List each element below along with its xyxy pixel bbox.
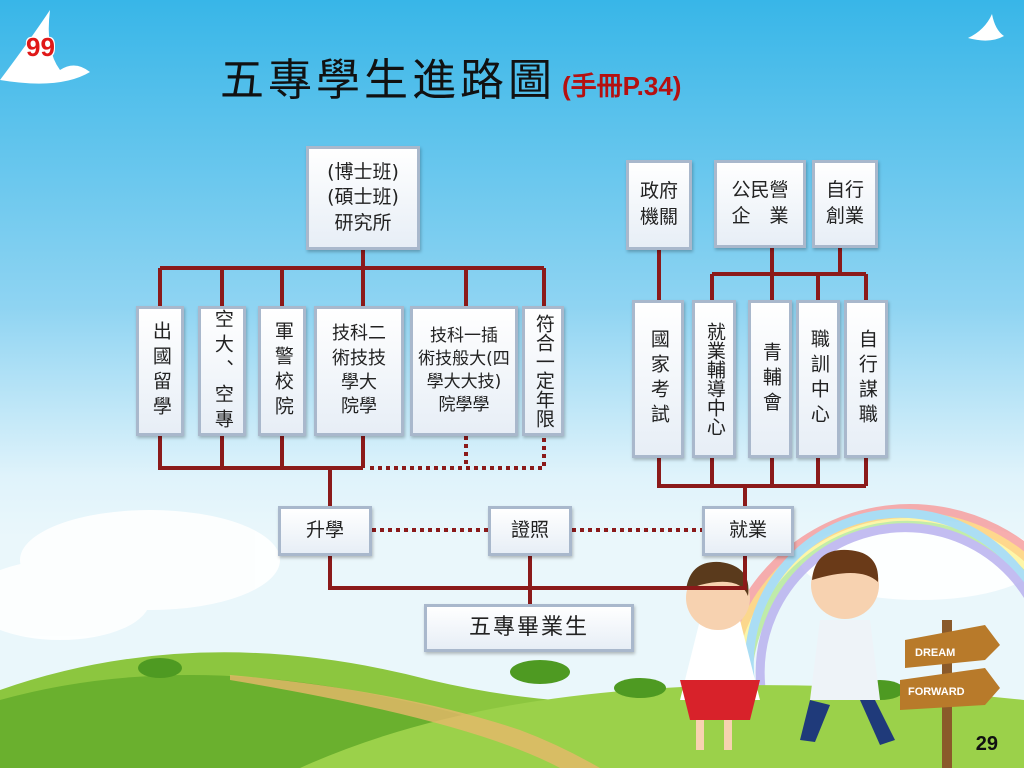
- box-training-center: 職訓中心: [796, 300, 840, 458]
- signpost: DREAM FORWARD: [900, 620, 1000, 768]
- box-graduate-school: (博士班) (碩士班) 研究所: [306, 146, 420, 250]
- box-career-center: 就業輔導中心: [692, 300, 736, 458]
- page-title: 五專學生進路圖(手冊P.34): [220, 44, 681, 108]
- box-further-study: 升學: [278, 506, 372, 556]
- box-tech-4yr: 技科一插 術技般大(四 學大大技) 院學學: [410, 306, 518, 436]
- title-text: 五專學生進路圖: [220, 55, 556, 106]
- box-enterprise: 公民營 企 業: [714, 160, 806, 248]
- box-open-university: 空大、空專: [198, 306, 246, 436]
- connector-lines: [158, 248, 868, 608]
- box-national-exam: 國家考試: [632, 300, 684, 458]
- slide-badge: 99: [26, 32, 55, 62]
- box-study-abroad: 出國留學: [136, 306, 184, 436]
- signpost-dream-label: DREAM: [915, 647, 955, 659]
- box-license: 證照: [488, 506, 572, 556]
- box-government: 政府 機關: [626, 160, 692, 250]
- children-illustration: [680, 549, 895, 750]
- box-youth-council: 青輔會: [748, 300, 792, 458]
- dotted-connectors: [370, 436, 704, 532]
- page-number: 29: [975, 733, 998, 755]
- box-military-police: 軍警校院: [258, 306, 306, 436]
- title-reference: (手冊P.34): [562, 71, 682, 101]
- box-self-start: 自行 創業: [812, 160, 878, 248]
- box-self-job: 自行謀職: [844, 300, 888, 458]
- box-graduates: 五專畢業生: [424, 604, 634, 652]
- box-tech-2yr: 技科二 術技技 學大 院學: [314, 306, 404, 436]
- box-qualify-years: 符合一定年限: [522, 306, 564, 436]
- signpost-forward-label: FORWARD: [908, 686, 965, 698]
- box-employment: 就業: [702, 506, 794, 556]
